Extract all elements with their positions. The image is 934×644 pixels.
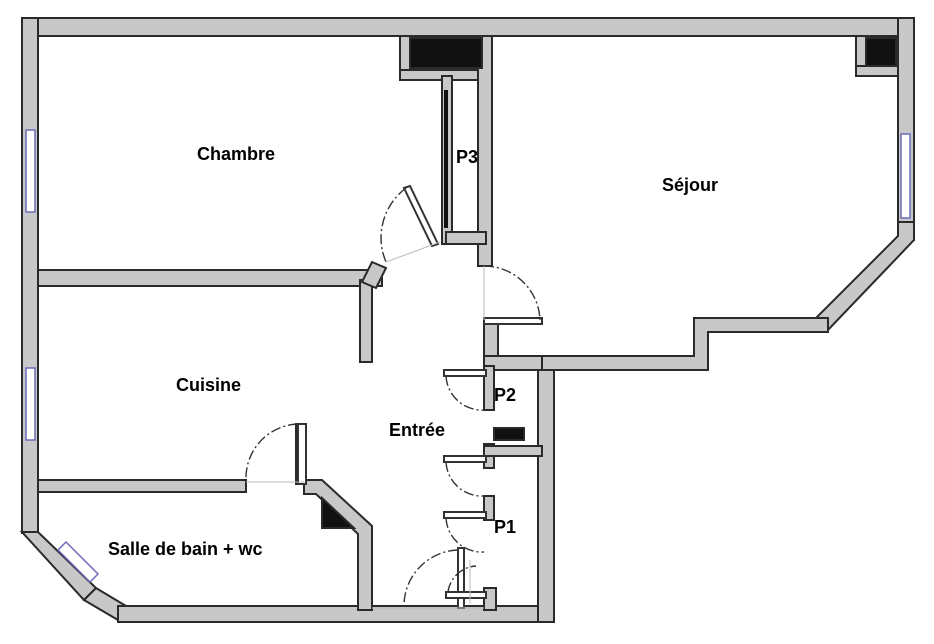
bedroom-window (25, 129, 36, 213)
room-label-sejour: Séjour (662, 175, 719, 195)
room-label-salle-de-bain: Salle de bain + wc (108, 539, 263, 559)
room-label-entree: Entrée (389, 420, 446, 440)
bathroom-right-wall (303, 479, 373, 611)
room-label-chambre: Chambre (197, 144, 276, 164)
living-door-leaf[interactable] (483, 317, 543, 325)
fixtures (321, 37, 897, 529)
bedroom-kitchen-wall (37, 269, 383, 287)
entrance-small-door-swing (447, 565, 477, 593)
closet-p3-bottom-wall (445, 231, 487, 245)
closet-p1-upper-door-swing (445, 461, 485, 497)
bedroom-door-swing (380, 187, 407, 263)
kitchen-window (25, 367, 36, 441)
bedroom-door-leaf[interactable] (402, 184, 440, 248)
right-lower-exterior-wall (537, 355, 555, 623)
top-exterior-wall (21, 17, 915, 37)
living-door-swing (483, 265, 541, 321)
closet-label-p3: P3 (456, 147, 479, 167)
entry-duct (493, 427, 525, 441)
living-chimney-bottom (855, 65, 899, 77)
room-label-cuisine: Cuisine (176, 375, 242, 395)
living-window (900, 133, 911, 219)
bedroom-door-threshold (385, 241, 441, 263)
bedroom-chimney (409, 37, 483, 69)
bedroom-door-jamb (360, 260, 388, 290)
exterior-walls (19, 17, 915, 623)
closet-label-p1: P1 (494, 517, 517, 537)
entry-right-wall-upper (483, 319, 499, 361)
kitchen-door-leaf[interactable] (297, 423, 307, 485)
closet-p3-door[interactable] (444, 90, 448, 228)
kitchen-door-swing (245, 423, 299, 481)
kitchen-bathroom-wall (37, 479, 247, 493)
closet-p2-door-leaf[interactable] (443, 369, 487, 377)
closet-p2-top-wall (483, 355, 543, 371)
doors (245, 90, 543, 609)
living-diagonal-wall (814, 221, 915, 332)
closet-p2-left-wall (483, 365, 495, 411)
closet-p2-door-swing (445, 375, 485, 411)
left-exterior-wall (21, 17, 39, 534)
closet-p1-lower-door-leaf[interactable] (443, 511, 487, 519)
closet-p1-lower-door-swing (445, 517, 485, 553)
kitchen-stub-wall (359, 279, 373, 363)
windows (25, 129, 911, 584)
entrance-door-swing (403, 549, 459, 605)
entrance-small-door-leaf[interactable] (445, 591, 487, 599)
closet-p1-left-wall-lower (483, 495, 495, 521)
living-chimney (865, 37, 897, 67)
closet-p1-upper-door-leaf[interactable] (443, 455, 487, 463)
closet-label-p2: P2 (494, 385, 517, 405)
closet-p1-top-wall (483, 445, 543, 457)
bathroom-window (56, 540, 100, 584)
living-step-wall (537, 317, 829, 371)
bathroom-duct (321, 495, 357, 529)
